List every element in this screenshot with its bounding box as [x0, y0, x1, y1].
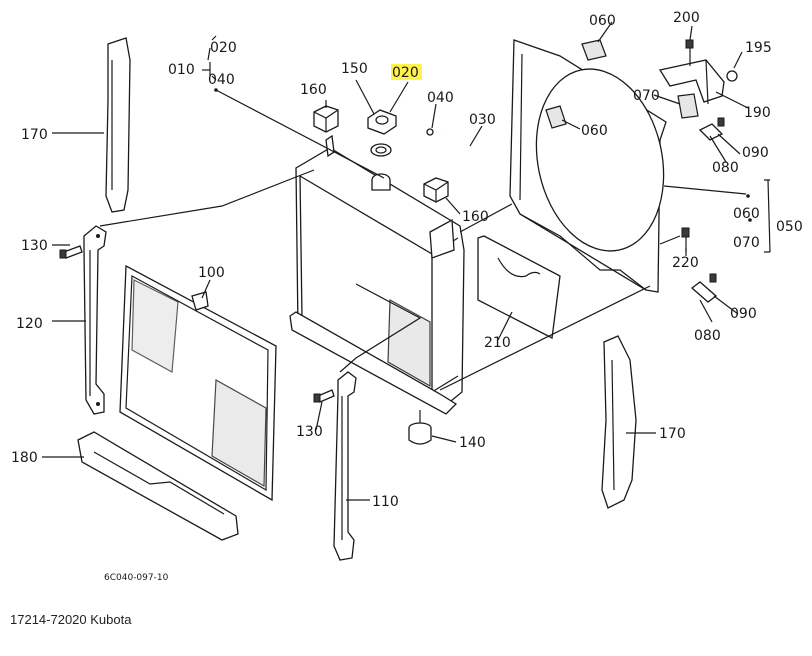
label-220: 220	[672, 255, 699, 271]
label-190: 190	[744, 105, 771, 121]
label-060-shroud: 060	[581, 123, 608, 139]
part-080-collar-lower	[690, 281, 718, 303]
part-190-bracket	[658, 59, 725, 105]
label-160-right: 160	[462, 209, 489, 225]
radiator-exploded-view: 010 020 040 150 020 160 040 030 160 170 …	[11, 10, 803, 583]
part-caption: 17214-72020 Kubota	[10, 612, 132, 627]
label-130-upper: 130	[21, 238, 48, 254]
label-080-lower: 080	[694, 328, 721, 344]
label-010: 010	[168, 62, 195, 78]
part-060-pad-side	[545, 105, 567, 129]
part-130-bolt-upper	[59, 245, 83, 259]
part-060-pad-top	[581, 39, 607, 61]
part-030-overflow-hose	[439, 132, 490, 199]
part-080-collar-upper	[698, 123, 724, 141]
label-210: 210	[484, 335, 511, 351]
radiator-core	[289, 134, 465, 415]
label-180: 180	[11, 450, 38, 466]
part-090-bolt-lower	[709, 273, 717, 283]
part-090-bolt-upper	[717, 117, 725, 127]
part-110-lower-stay	[333, 371, 357, 561]
part-170-right-seal	[601, 335, 637, 509]
fan-shroud	[509, 39, 667, 293]
part-180-bottom-seal	[77, 431, 239, 541]
filler-neck	[371, 173, 391, 191]
label-070-top: 070	[633, 88, 660, 104]
label-090-lower: 090	[730, 306, 757, 322]
part-200-bolt	[685, 39, 694, 66]
part-170-left-seal	[105, 37, 131, 213]
label-020-highlighted: 020	[392, 65, 419, 81]
label-080-upper: 080	[712, 160, 739, 176]
label-070-group: 070	[733, 235, 760, 251]
label-140: 140	[459, 435, 486, 451]
label-130-lower: 130	[296, 424, 323, 440]
leader-lines	[42, 21, 771, 501]
label-030: 030	[469, 112, 496, 128]
part-020-cap	[367, 109, 397, 135]
label-120: 120	[16, 316, 43, 332]
label-170-right: 170	[659, 426, 686, 442]
part-160-cushion-right	[423, 177, 449, 203]
part-150-radiator-cap	[370, 143, 392, 157]
label-170-left: 170	[21, 127, 48, 143]
part-140-mount-rubber	[408, 410, 432, 445]
part-070-pad	[677, 93, 699, 119]
label-050: 050	[776, 219, 803, 235]
label-160-top: 160	[300, 82, 327, 98]
label-195: 195	[745, 40, 772, 56]
part-195-nut	[726, 70, 738, 82]
part-130-bolt-lower	[313, 389, 335, 403]
label-040-group: 040	[208, 72, 235, 88]
label-060-top: 060	[589, 13, 616, 29]
callout-labels: 010 020 040 150 020 160 040 030 160 170 …	[11, 10, 803, 583]
label-090-upper: 090	[742, 145, 769, 161]
label-110: 110	[372, 494, 399, 510]
part-210-baffle-plate	[477, 235, 561, 340]
label-040: 040	[427, 90, 454, 106]
label-020-group: 020	[210, 40, 237, 56]
part-040-clip	[426, 128, 434, 136]
highlight-box	[391, 64, 422, 80]
label-150: 150	[341, 61, 368, 77]
label-060-group: 060	[733, 206, 760, 222]
label-100: 100	[198, 265, 225, 281]
part-160-cushion-top	[313, 105, 339, 133]
diagram-code: 6C040-097-10	[104, 573, 169, 583]
part-120-left-stay	[83, 225, 107, 415]
part-100-screen	[119, 264, 277, 502]
label-200: 200	[673, 10, 700, 26]
